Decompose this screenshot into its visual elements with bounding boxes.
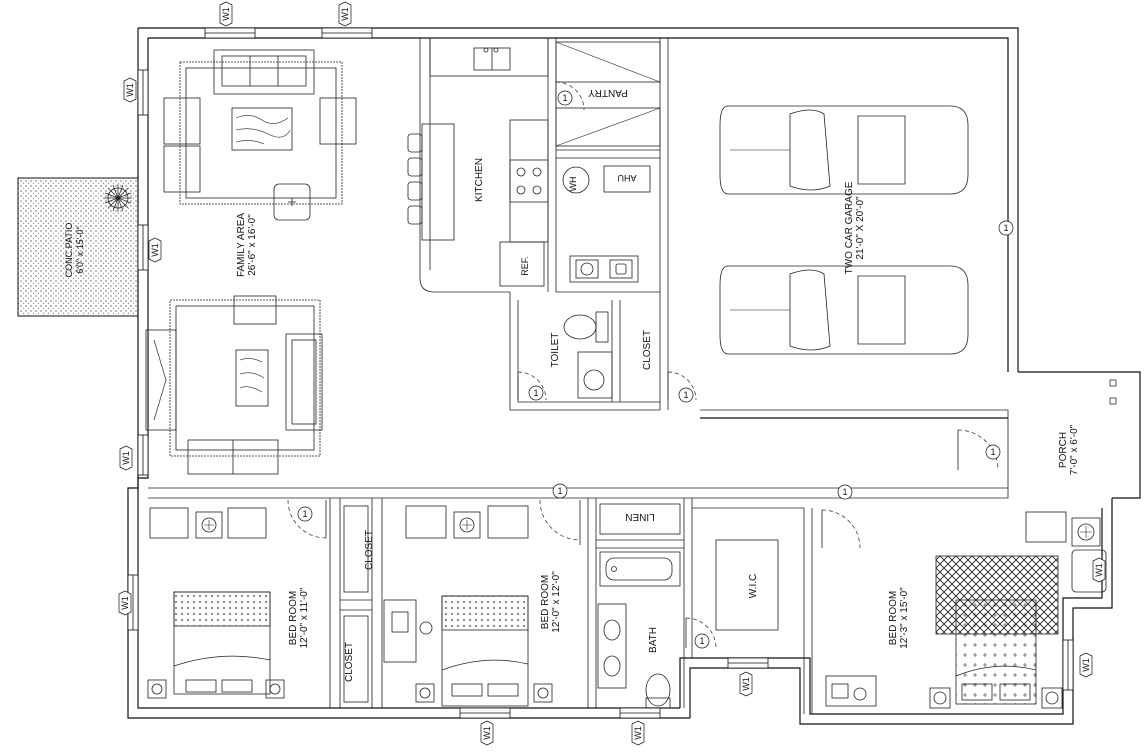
car-icon bbox=[719, 265, 969, 355]
bedroom-3-furniture bbox=[825, 511, 1107, 709]
windows bbox=[127, 27, 1074, 719]
window-tag: W1 bbox=[1081, 658, 1091, 672]
door-tag: 1 bbox=[562, 93, 567, 103]
bedroom-1-furniture bbox=[147, 507, 285, 699]
bedroom-2-size: 12'-0" x 12'-0" bbox=[551, 571, 562, 633]
car-icon bbox=[719, 105, 969, 195]
window-tag: W1 bbox=[150, 243, 160, 257]
bath-fixtures bbox=[597, 551, 681, 709]
window-tag: W1 bbox=[120, 596, 130, 610]
toilet-fixtures bbox=[563, 311, 613, 399]
bedroom-3-label: BED ROOM bbox=[888, 591, 899, 645]
porch-post bbox=[1109, 379, 1117, 387]
bedroom-1-size: 12'-0" x 11'-0" bbox=[299, 587, 310, 648]
closet-3 bbox=[343, 615, 369, 703]
pantry-shelves bbox=[555, 41, 661, 147]
utility-fixtures bbox=[562, 165, 651, 283]
ref-label: REF. bbox=[520, 256, 530, 276]
closet-2-label: CLOSET bbox=[364, 530, 375, 570]
porch-post bbox=[1109, 397, 1117, 405]
door-tag: 1 bbox=[842, 487, 847, 497]
closet-1-label: CLOSET bbox=[642, 330, 653, 370]
garage-label: TWO CAR GARAGE bbox=[844, 181, 855, 274]
closet-3-label: CLOSET bbox=[344, 642, 355, 682]
window-tag: W1 bbox=[482, 726, 492, 740]
wic-shelf bbox=[715, 539, 779, 631]
closet-2 bbox=[343, 505, 369, 593]
kitchen-label: KITCHEN bbox=[474, 158, 485, 202]
door-tag: 1 bbox=[683, 390, 688, 400]
porch-size: 7'-0" x 6'-0" bbox=[1069, 424, 1080, 475]
bedroom-3-size: 12'-3" x 15'-0" bbox=[899, 587, 910, 649]
door-tag: 1 bbox=[302, 509, 307, 519]
window-tag: W1 bbox=[741, 677, 751, 691]
porch-label: PORCH bbox=[1058, 432, 1069, 468]
family-area-label: FAMILY AREA bbox=[236, 213, 247, 277]
door-tag: 1 bbox=[990, 447, 995, 457]
ahu-label: AHU bbox=[617, 173, 636, 183]
door-tag: 1 bbox=[533, 388, 538, 398]
window-tag: W1 bbox=[1094, 563, 1104, 577]
linen-closet bbox=[599, 503, 681, 535]
doors bbox=[287, 81, 999, 649]
window-tag: W1 bbox=[340, 7, 350, 21]
plant-icon bbox=[104, 184, 132, 212]
door-tag: 1 bbox=[557, 486, 562, 496]
door-tags: 1 1 1 1 1 1 1 1 1 bbox=[297, 90, 1014, 649]
exterior-walls bbox=[127, 27, 1141, 725]
pantry-label: PANTRY bbox=[588, 87, 628, 98]
patio-label: CONC.PATIO bbox=[64, 223, 74, 278]
door-tag: 1 bbox=[699, 636, 704, 646]
upper-sofa-set bbox=[163, 49, 357, 221]
window-tags: W1 W1 W1 W1 W1 W1 W1 W1 W1 W1 W1 bbox=[118, 1, 1106, 746]
patio-size: 6'0" x 15'-0" bbox=[75, 226, 85, 273]
lower-sofa-set bbox=[145, 295, 323, 475]
window-tag: W1 bbox=[221, 7, 231, 21]
bath-label: BATH bbox=[648, 627, 659, 653]
bedroom-1-label: BED ROOM bbox=[288, 591, 299, 645]
family-area-size: 26'-6" x 16'-0" bbox=[247, 214, 258, 276]
kitchen-fixtures bbox=[407, 37, 549, 287]
window-tag: W1 bbox=[633, 726, 643, 740]
bedroom-2-furniture bbox=[383, 505, 553, 707]
bedroom-2-label: BED ROOM bbox=[540, 575, 551, 629]
window-tag: W1 bbox=[125, 83, 135, 97]
toilet-label: TOILET bbox=[550, 333, 561, 368]
door-tag: 1 bbox=[1003, 223, 1008, 233]
garage-size: 21'-0" X 20'-0" bbox=[855, 196, 866, 260]
linen-label: LINEN bbox=[625, 511, 654, 522]
wh-label: WH bbox=[568, 177, 578, 192]
window-tag: W1 bbox=[121, 451, 131, 465]
wic-label: W.I.C bbox=[748, 574, 759, 598]
